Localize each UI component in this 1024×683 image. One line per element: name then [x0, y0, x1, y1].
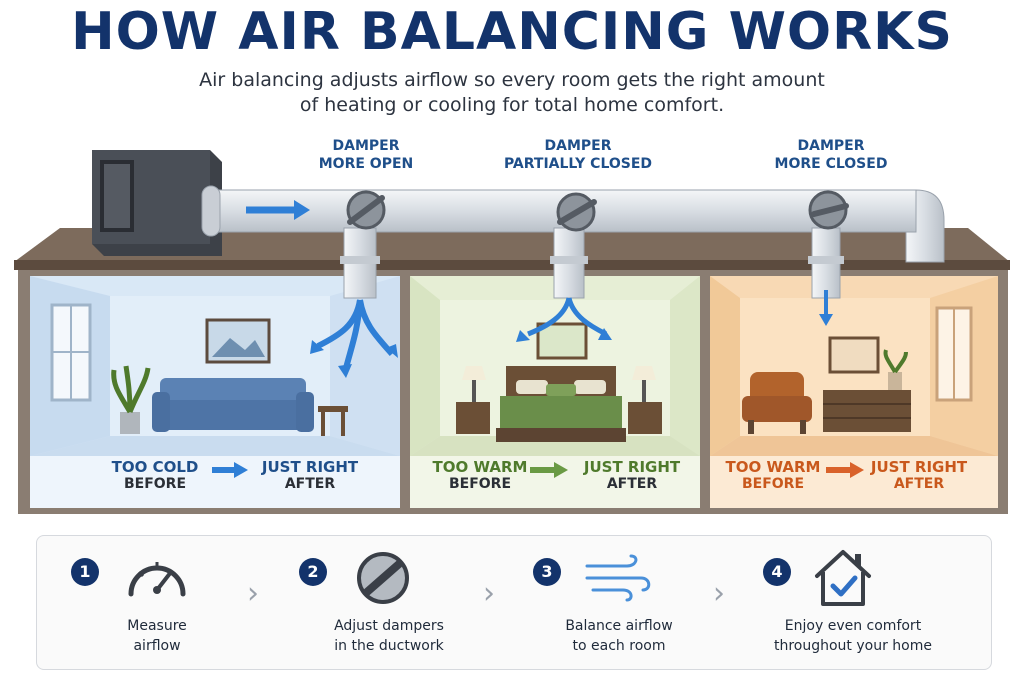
step-2-line2: in the ductwork — [334, 638, 444, 654]
room-2 — [410, 276, 700, 508]
room-2-after-label: AFTER — [606, 476, 658, 492]
subtitle-line-2: of heating or cooling for total home com… — [299, 94, 725, 116]
step-3-line2: to each room — [572, 638, 666, 654]
damper-1-label: DAMPER MORE OPEN — [286, 137, 446, 173]
room-1-after-status: JUST RIGHT — [261, 458, 359, 476]
room-1-airflow-arrows — [310, 299, 398, 378]
room-3-after-status: JUST RIGHT — [870, 458, 968, 476]
room-2-airflow-arrows — [516, 297, 612, 342]
page-subtitle: Air balancing adjusts airflow so every r… — [180, 68, 844, 118]
room-1-change-arrow — [212, 462, 248, 478]
chevron-right-icon: › — [247, 576, 259, 611]
damper-2-label-line1: DAMPER — [544, 138, 612, 154]
branch-duct-2 — [550, 227, 588, 299]
chevron-right-icon: › — [713, 576, 725, 611]
subtitle-line-1: Air balancing adjusts airflow so every r… — [199, 69, 825, 91]
roof — [14, 228, 1010, 262]
damper-2-label-line2: PARTIALLY CLOSED — [503, 156, 653, 172]
damper-3-label-line1: DAMPER — [797, 138, 865, 154]
hvac-unit — [92, 150, 222, 256]
room-2-change-arrow — [530, 462, 568, 478]
armchair — [742, 372, 812, 434]
room-3-before: TOO WARM BEFORE — [718, 458, 828, 492]
steps-panel: 1 Measure airflow › 2 Adjust dampers in … — [36, 535, 992, 670]
step-3-number: 3 — [533, 558, 561, 586]
damper-3-icon — [808, 190, 849, 230]
room-1-before-status: TOO COLD — [111, 458, 199, 476]
room-2-before-status: TOO WARM — [432, 458, 528, 476]
page-title: HOW AIR BALANCING WORKS — [71, 2, 953, 62]
step-2-line1: Adjust dampers — [334, 618, 444, 634]
branch-duct-1 — [340, 227, 380, 299]
bed — [496, 366, 626, 442]
room-1-before: TOO COLD BEFORE — [100, 458, 210, 492]
step-1-number: 1 — [71, 558, 99, 586]
room-1-after: JUST RIGHT AFTER — [250, 458, 370, 492]
room-1-after-label: AFTER — [284, 476, 336, 492]
step-4-line2: throughout your home — [773, 638, 932, 654]
step-4-line1: Enjoy even comfort — [784, 618, 922, 634]
room-3-before-label: BEFORE — [741, 476, 805, 492]
damper-1-label-line2: MORE OPEN — [318, 156, 414, 172]
step-3-line1: Balance airflow — [565, 618, 673, 634]
damper-1-icon — [346, 190, 386, 230]
room-2-after-status: JUST RIGHT — [583, 458, 681, 476]
room-2-before-label: BEFORE — [448, 476, 512, 492]
dresser — [823, 390, 911, 432]
room-3-before-status: TOO WARM — [725, 458, 821, 476]
damper-2-label: DAMPER PARTIALLY CLOSED — [498, 137, 658, 173]
damper-3-label-line2: MORE CLOSED — [774, 156, 888, 172]
step-1-line2: airflow — [133, 638, 181, 654]
home-check-icon — [815, 550, 871, 606]
step-4-text: Enjoy even comfort throughout your home — [753, 616, 953, 656]
step-1-line1: Measure — [127, 618, 187, 634]
wall-picture — [828, 336, 880, 374]
branch-duct-3 — [808, 227, 844, 299]
room-3-change-arrow — [826, 462, 864, 478]
wall-picture — [536, 322, 588, 360]
room-2-after: JUST RIGHT AFTER — [572, 458, 692, 492]
damper-1-label-line1: DAMPER — [332, 138, 400, 154]
step-2-number: 2 — [299, 558, 327, 586]
step-2-text: Adjust dampers in the ductwork — [299, 616, 479, 656]
damper-3-label: DAMPER MORE CLOSED — [751, 137, 911, 173]
step-4-number: 4 — [763, 558, 791, 586]
damper-2-icon — [556, 192, 597, 232]
airflow-icon — [585, 554, 651, 602]
room-3-airflow-arrow — [819, 290, 833, 326]
plant — [111, 365, 151, 434]
chevron-right-icon: › — [483, 576, 495, 611]
house-illustration — [14, 150, 1010, 514]
room-1-before-label: BEFORE — [123, 476, 187, 492]
gauge-icon — [128, 562, 186, 597]
damper-icon — [357, 552, 409, 604]
sofa — [152, 378, 314, 432]
room-3-after: JUST RIGHT AFTER — [858, 458, 980, 492]
room-3-after-label: AFTER — [893, 476, 945, 492]
roof-edge — [14, 260, 1010, 270]
room-2-before: TOO WARM BEFORE — [425, 458, 535, 492]
step-3-text: Balance airflow to each room — [529, 616, 709, 656]
step-1-text: Measure airflow — [67, 616, 247, 656]
duct-airflow-arrow — [246, 200, 310, 220]
